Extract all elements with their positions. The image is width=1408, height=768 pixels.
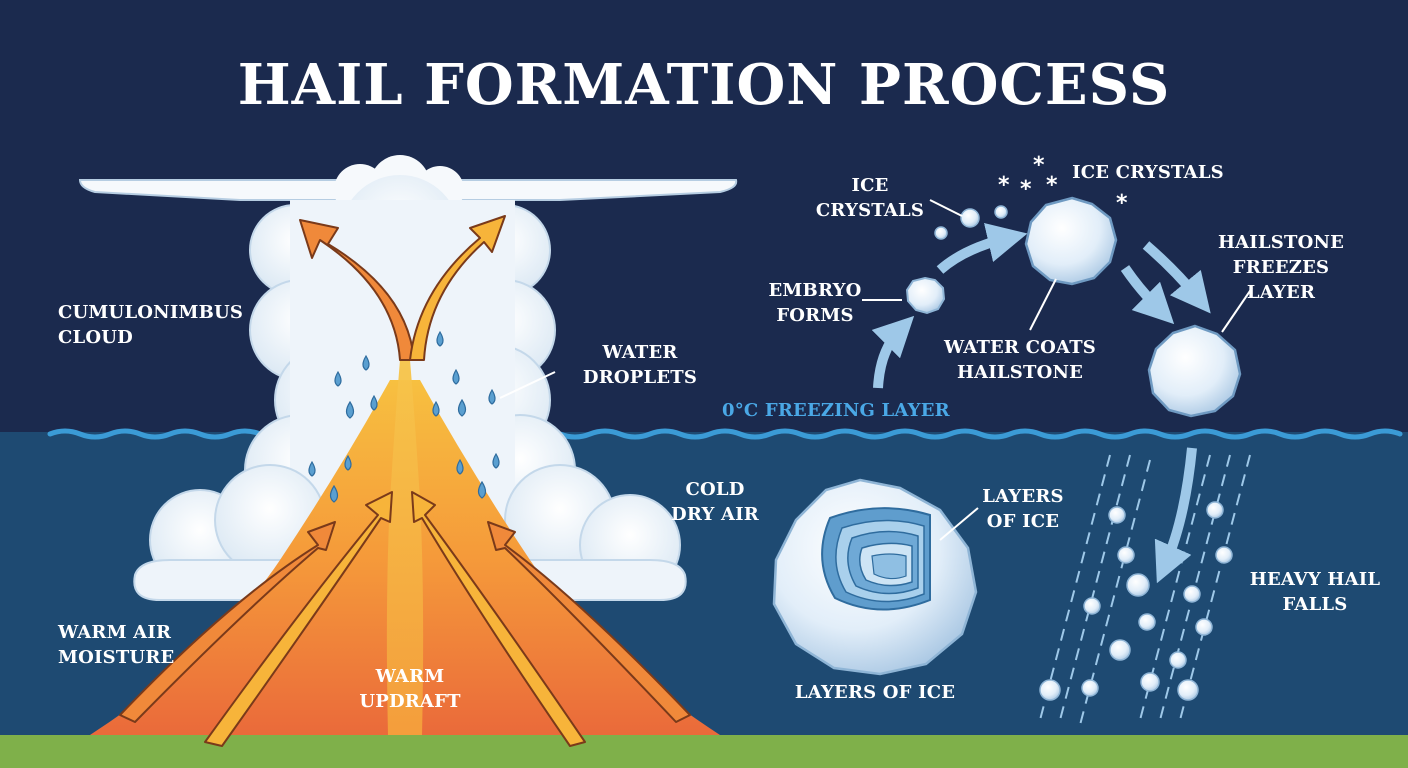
svg-text:*: * bbox=[998, 173, 1010, 198]
arrow-up-to-embryo bbox=[871, 315, 915, 389]
water-coats-leader bbox=[1029, 278, 1057, 331]
label-freezing-layer: 0°C FREEZING LAYER bbox=[722, 400, 950, 421]
svg-text:*: * bbox=[1020, 177, 1032, 202]
svg-text:*: * bbox=[1033, 153, 1045, 178]
water-droplets-leader bbox=[499, 371, 556, 399]
hailstone-cross-section bbox=[772, 478, 978, 676]
label-embryo-forms: EMBRYO FORMS bbox=[768, 280, 862, 326]
label-layers-of-ice-callout: LAYERS OF ICE bbox=[982, 486, 1064, 532]
label-hailstone-freezes-layer: HAILSTONE FREEZES LAYER bbox=[1217, 232, 1345, 303]
arrow-hail-falling bbox=[1154, 447, 1197, 584]
diagram-title: HAIL FORMATION PROCESS bbox=[237, 52, 1171, 118]
label-cumulonimbus-cloud: CUMULONIMBUS CLOUD bbox=[58, 302, 244, 348]
arrow-embryo-to-hailstone bbox=[936, 223, 1028, 274]
ice-crystal-small-3 bbox=[934, 226, 948, 240]
layers-of-ice-leader bbox=[939, 507, 979, 541]
label-warm-updraft: WARM UPDRAFT bbox=[359, 666, 461, 712]
label-ice-crystals-left: ICE CRYSTALS bbox=[815, 175, 925, 221]
water-droplets bbox=[308, 330, 500, 503]
label-ice-crystals-top: ICE CRYSTALS bbox=[1072, 162, 1224, 183]
ice-crystal-small-1 bbox=[960, 208, 980, 228]
updraft-core bbox=[386, 360, 424, 735]
label-layers-of-ice-caption: LAYERS OF ICE bbox=[794, 682, 956, 703]
label-water-droplets: WATER DROPLETS bbox=[582, 342, 698, 388]
ice-crystals-leader bbox=[929, 199, 963, 217]
hailstone-freezes-leader bbox=[1221, 287, 1253, 333]
svg-text:*: * bbox=[1046, 173, 1058, 198]
ground bbox=[0, 735, 1408, 768]
falling-hailstones bbox=[1039, 501, 1233, 701]
label-cold-dry-air: COLD DRY AIR bbox=[671, 479, 759, 525]
water-coated-hailstone bbox=[1024, 196, 1118, 286]
arrow-hailstone-down-1 bbox=[1120, 265, 1175, 325]
label-warm-air-moisture: WARM AIR MOISTURE bbox=[58, 622, 175, 668]
ice-crystal-flakes: * * * * * bbox=[998, 153, 1128, 216]
svg-text:*: * bbox=[1116, 191, 1128, 216]
embryo-hailstone bbox=[905, 276, 946, 315]
ice-crystal-small-2 bbox=[994, 205, 1008, 219]
label-water-coats-hailstone: WATER COATS HAILSTONE bbox=[944, 337, 1096, 383]
label-heavy-hail-falls: HEAVY HAIL FALLS bbox=[1249, 569, 1381, 615]
arrow-hailstone-down-2 bbox=[1142, 241, 1211, 314]
updraft-arrows bbox=[119, 215, 691, 747]
frozen-layer-hailstone bbox=[1147, 324, 1242, 418]
